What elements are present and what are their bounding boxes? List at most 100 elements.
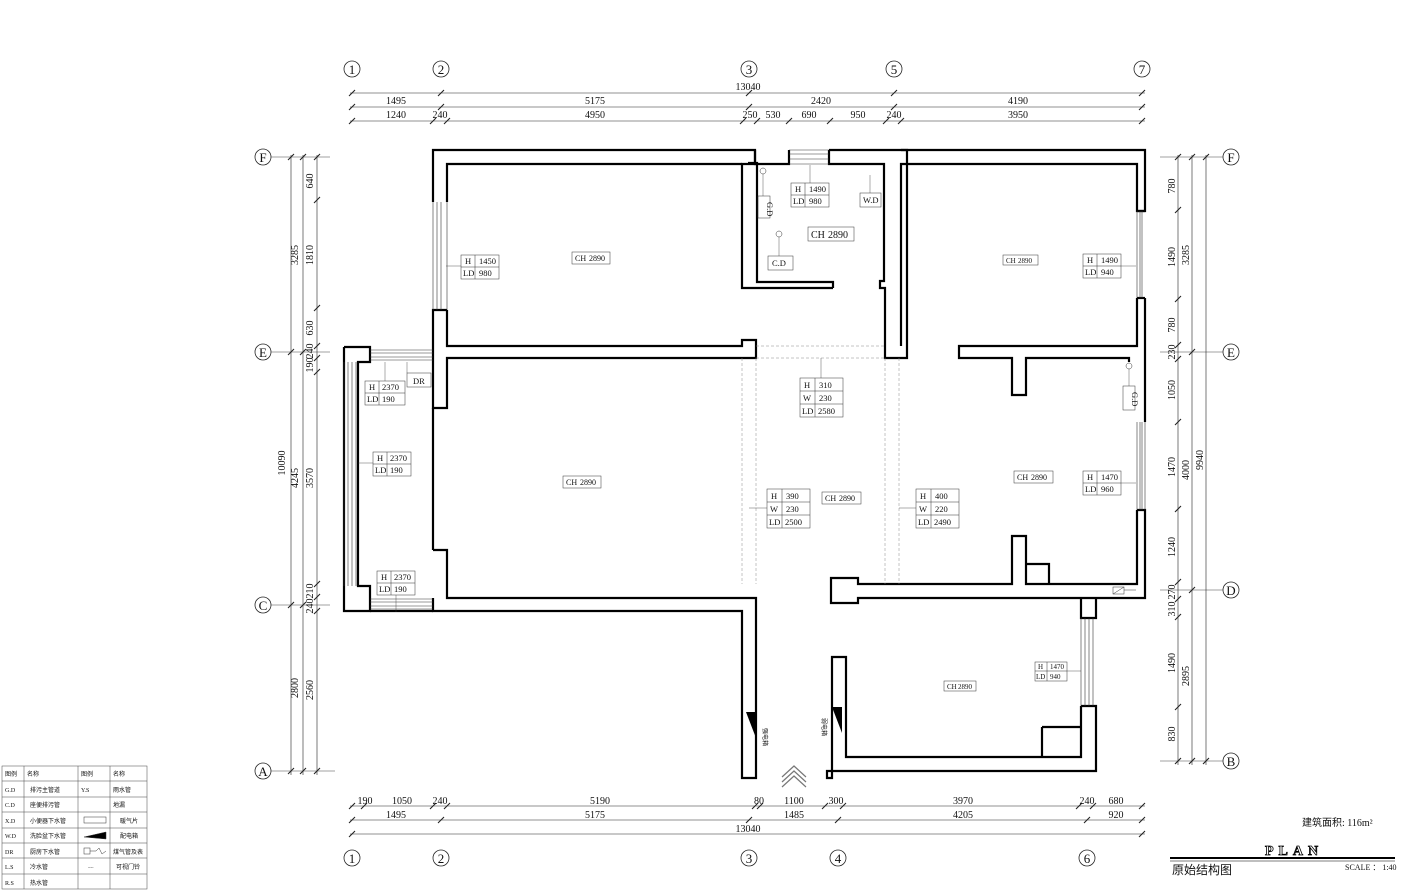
top-grid-axes (254, 60, 1240, 867)
dim-left-c2-6: 210 (305, 584, 316, 599)
svg-text:960: 960 (1101, 484, 1114, 494)
legend-r2-c3: 暖气片 (120, 817, 138, 825)
dim-left-c2-1: 1810 (305, 245, 316, 265)
dim-bot-r2-0: 1495 (386, 810, 406, 821)
dim-bot-r2-4: 920 (1109, 810, 1124, 821)
svg-text:LD: LD (793, 196, 804, 206)
scale-text: SCALE ： 1:40 (1345, 863, 1397, 872)
dim-top-r1-2: 2420 (811, 96, 831, 107)
dim-right-c2-1: 1490 (1167, 247, 1178, 267)
dr-pipe: DR (406, 362, 432, 388)
svg-text:C.D: C.D (772, 258, 786, 268)
dim-left-c2-0: 640 (305, 174, 316, 189)
svg-text:400: 400 (935, 491, 948, 501)
svg-text:2890: 2890 (828, 230, 848, 241)
legend-r1-c3: 地漏 (113, 801, 125, 809)
svg-text:CH: CH (575, 254, 586, 263)
legend-r0-c3: 雨水管 (113, 786, 131, 794)
dim-right-c1-1: 4000 (1181, 460, 1192, 480)
svg-text:W.D: W.D (863, 195, 879, 205)
grid-top-2: 2 (438, 62, 445, 77)
svg-text:H: H (465, 256, 471, 266)
dim-bot-r1-3: 5190 (590, 796, 610, 807)
dim-left-c1-1: 4245 (290, 468, 301, 488)
svg-text:1470: 1470 (1050, 663, 1065, 671)
legend-h0: 图例 (5, 770, 17, 778)
svg-text:H: H (804, 380, 810, 390)
cd-pipe: C.D (767, 230, 794, 271)
dim-bot-r1-8: 240 (1080, 796, 1095, 807)
svg-text:2890: 2890 (839, 494, 855, 503)
svg-text:G.D: G.D (1130, 392, 1140, 406)
dim-right-c2-8: 310 (1167, 602, 1178, 617)
legend-r6-c0: R.S (5, 881, 14, 887)
grid-top-5: 5 (891, 62, 898, 77)
walls (342, 148, 1147, 780)
svg-text:2890: 2890 (958, 683, 973, 691)
svg-text:W: W (919, 504, 927, 514)
svg-text:LD: LD (1036, 673, 1045, 681)
dim-bot-r1-0: 190 (358, 796, 373, 807)
legend-h1: 名称 (27, 770, 39, 778)
svg-text:H: H (1087, 255, 1093, 265)
dim-right-c2-0: 780 (1167, 179, 1178, 194)
dim-left-c2-7: 240 (305, 599, 316, 614)
svg-text:CH: CH (566, 478, 577, 487)
svg-text:H: H (795, 184, 801, 194)
svg-text:190: 190 (382, 394, 395, 404)
dim-left-c1-2: 2800 (290, 678, 301, 698)
drawing-title: 原始结构图 (1172, 862, 1232, 877)
svg-text:1450: 1450 (479, 256, 496, 266)
dim-bot-total: 13040 (736, 824, 761, 835)
svg-text:CH: CH (825, 494, 836, 503)
svg-text:230: 230 (819, 393, 832, 403)
grid-bottom-6: 6 (1084, 851, 1091, 866)
svg-text:1490: 1490 (1101, 255, 1118, 265)
dim-right-c2-5: 1470 (1167, 457, 1178, 477)
legend-r2-c1: 小便器下水管 (30, 817, 66, 825)
svg-text:2370: 2370 (394, 572, 411, 582)
svg-text:2890: 2890 (580, 478, 596, 487)
electrical-panel-right: 弱电箱 (820, 707, 842, 736)
plan-label: PLAN (1265, 844, 1323, 859)
svg-text:230: 230 (786, 504, 799, 514)
dim-left-c2-8: 2560 (305, 680, 316, 700)
dim-left-c2-5: 3570 (305, 468, 316, 488)
svg-text:H: H (369, 382, 375, 392)
svg-text:LD: LD (379, 584, 390, 594)
gd-pipe-bath: G.D (757, 167, 775, 219)
electrical-panel-left: 强电箱 (746, 712, 769, 746)
dim-top-r2-0: 1240 (386, 110, 406, 121)
dim-right-c2-2: 780 (1167, 318, 1178, 333)
svg-text:LD: LD (802, 406, 813, 416)
dim-top-r1-0: 1495 (386, 96, 406, 107)
legend-table (1, 765, 148, 890)
svg-text:H: H (381, 572, 387, 582)
dim-bot-r2-2: 1485 (784, 810, 804, 821)
legend-r3-c0: W.D (5, 834, 17, 840)
svg-text:H: H (1038, 663, 1043, 671)
ceiling-tag-bedroom-bottom: CH 2890 (943, 680, 977, 692)
legend-r6-c1: 热水管 (30, 879, 48, 887)
dim-bot-r1-7: 3970 (953, 796, 973, 807)
dim-bot-r1-5: 1100 (784, 796, 804, 807)
dim-right-c2-6: 1240 (1167, 537, 1178, 557)
grid-right-F: F (1227, 150, 1234, 165)
legend-r0-c0: G.D (5, 788, 16, 794)
dim-top-r2-3: 250 (743, 110, 758, 121)
svg-text:H: H (1087, 472, 1093, 482)
svg-text:2370: 2370 (390, 453, 407, 463)
dimension-lines (287, 89, 1210, 838)
legend-r5-c1: 冷水管 (30, 863, 48, 871)
plumbing-fixtures: G.D W.D C.D DR G.D 强电箱 (406, 167, 1140, 746)
dim-top-r2-5: 690 (802, 110, 817, 121)
svg-text:390: 390 (786, 491, 799, 501)
svg-text:强电箱: 强电箱 (761, 728, 769, 746)
svg-text:2890: 2890 (1018, 257, 1033, 265)
